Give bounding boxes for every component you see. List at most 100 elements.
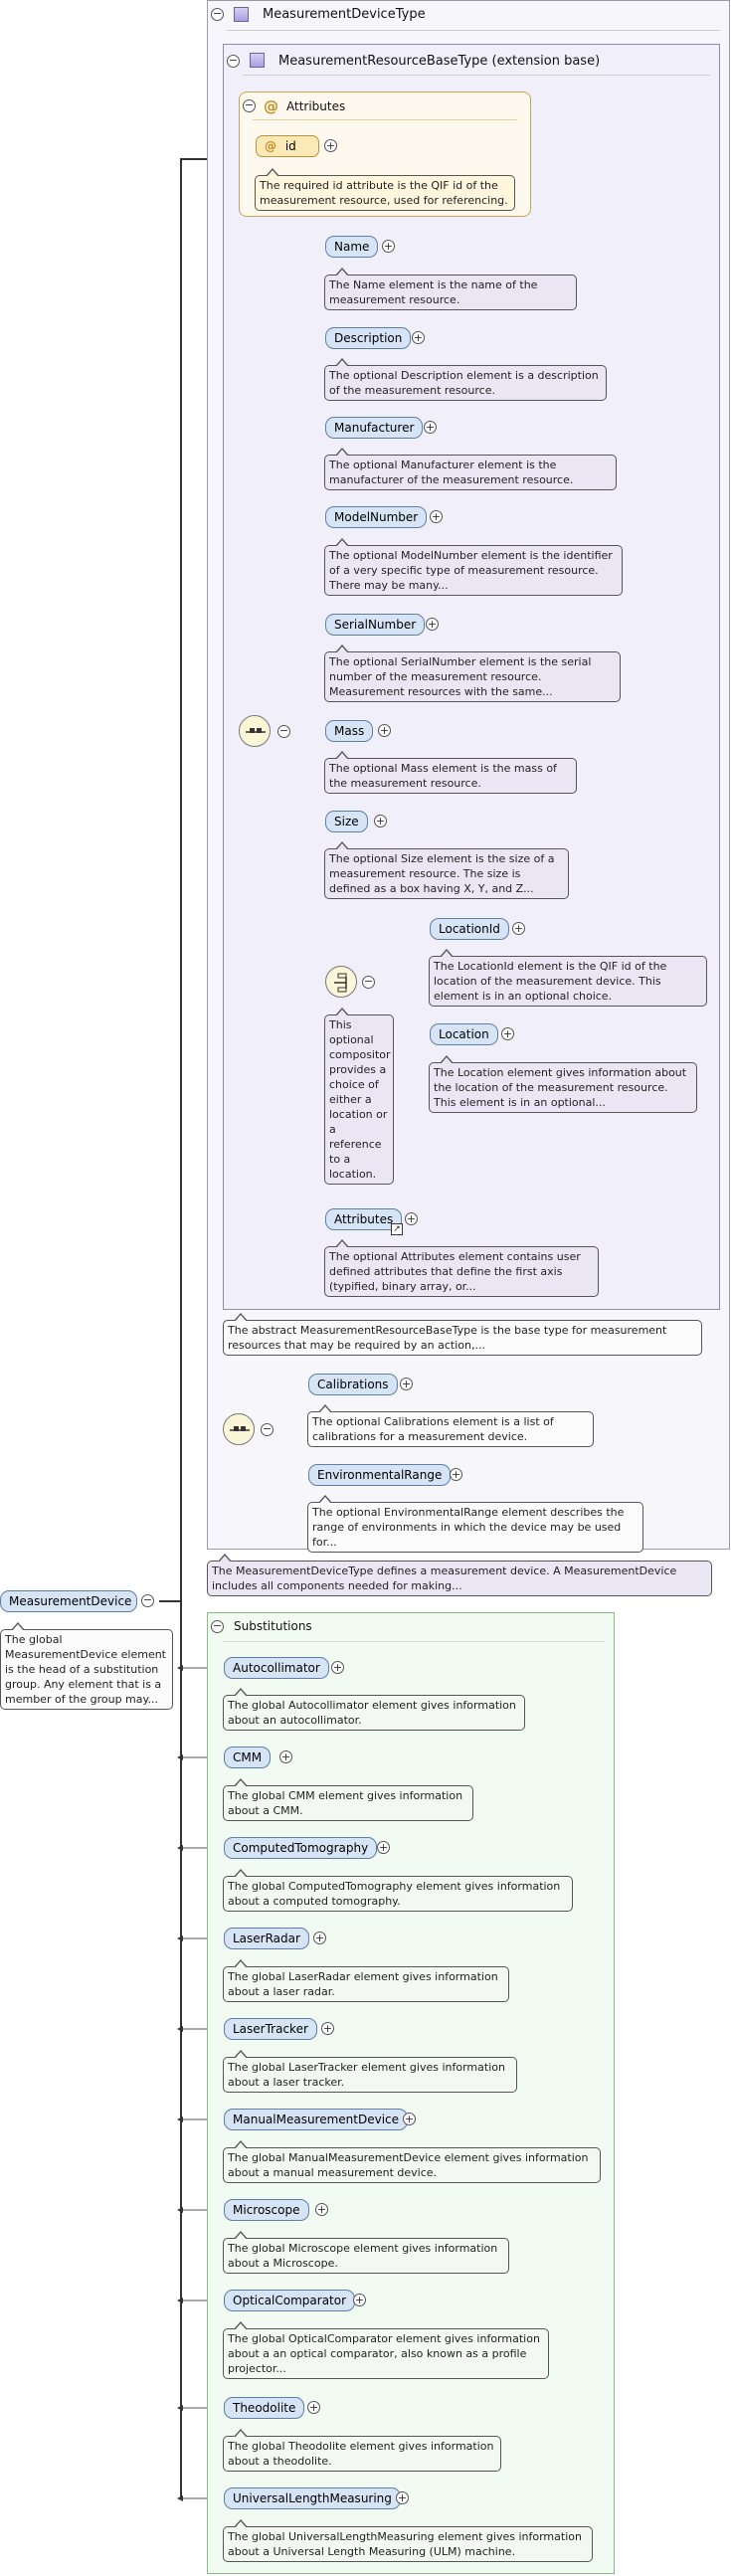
choice-compositor-icon xyxy=(325,966,357,998)
expand-icon[interactable]: + xyxy=(430,510,443,523)
base-type-title: MeasurementResourceBaseType (extension b… xyxy=(278,54,601,69)
collapse-type-icon[interactable]: − xyxy=(211,7,224,21)
expand-icon[interactable]: + xyxy=(377,1841,390,1854)
collapse-sequence-icon[interactable]: − xyxy=(261,1422,274,1436)
root-annotation: The global MeasurementDevice element is … xyxy=(0,1622,173,1710)
element-description[interactable]: Description xyxy=(325,327,412,349)
element-label: Manufacturer xyxy=(334,421,415,435)
element-environmental-range[interactable]: EnvironmentalRange xyxy=(308,1464,452,1486)
substitution-annotation: The global OpticalComparator element giv… xyxy=(223,2321,549,2379)
type-sequence-compositor-icon xyxy=(223,1413,255,1445)
element-label: LocationId xyxy=(439,922,500,936)
substitution-autocollimator[interactable]: Autocollimator xyxy=(224,1657,329,1679)
expand-icon[interactable]: + xyxy=(412,331,425,344)
expand-icon[interactable]: + xyxy=(426,618,439,631)
substitution-annotation: The global UniversalLengthMeasuring elem… xyxy=(223,2519,593,2562)
reference-arrow-icon[interactable]: ↗ xyxy=(391,1223,403,1235)
expand-icon[interactable]: + xyxy=(400,1378,413,1390)
root-element-measurement-device[interactable]: MeasurementDevice xyxy=(0,1590,137,1612)
element-environmental-range-annotation: The optional EnvironmentalRange element … xyxy=(307,1495,643,1553)
collapse-choice-icon[interactable]: − xyxy=(362,975,375,989)
attribute-id-label: id xyxy=(284,139,296,153)
element-label: ModelNumber xyxy=(334,510,419,524)
element-model-number-annotation: The optional ModelNumber element is the … xyxy=(324,538,623,596)
element-label: OpticalComparator xyxy=(233,2294,347,2307)
divider xyxy=(243,75,710,76)
expand-icon[interactable]: + xyxy=(374,815,387,828)
substitution-annotation: The global Theodolite element gives info… xyxy=(223,2429,501,2472)
element-label: Mass xyxy=(334,724,365,738)
expand-icon[interactable]: + xyxy=(382,240,395,253)
expand-icon[interactable]: + xyxy=(512,922,525,935)
element-mass[interactable]: Mass xyxy=(325,720,374,742)
element-attributes[interactable]: Attributes xyxy=(325,1208,403,1230)
expand-icon[interactable]: + xyxy=(396,2491,409,2504)
divider xyxy=(227,30,720,31)
substitution-manual-measurement-device[interactable]: ManualMeasurementDevice xyxy=(224,2109,409,2130)
sequence-compositor-icon xyxy=(239,715,271,747)
type-annotation: The MeasurementDeviceType defines a meas… xyxy=(207,1554,712,1596)
attributes-title: Attributes xyxy=(286,99,346,113)
element-label: Attributes xyxy=(334,1212,394,1226)
element-name-annotation: The Name element is the name of the meas… xyxy=(324,268,577,310)
expand-icon[interactable]: + xyxy=(405,1212,418,1225)
element-label: LaserTracker xyxy=(233,2022,308,2036)
collapse-root-icon[interactable]: − xyxy=(141,1593,154,1607)
element-calibrations[interactable]: Calibrations xyxy=(308,1374,398,1395)
element-location-id[interactable]: LocationId xyxy=(430,918,509,940)
expand-icon[interactable]: + xyxy=(279,1750,292,1763)
expand-icon[interactable]: + xyxy=(403,2113,416,2125)
element-description-annotation: The optional Description element is a de… xyxy=(324,358,607,401)
substitution-microscope[interactable]: Microscope xyxy=(224,2199,309,2221)
expand-icon[interactable]: + xyxy=(450,1468,462,1481)
attribute-id-annotation: The required id attribute is the QIF id … xyxy=(255,168,515,211)
element-manufacturer-annotation: The optional Manufacturer element is the… xyxy=(324,448,617,490)
element-manufacturer[interactable]: Manufacturer xyxy=(325,417,424,439)
substitution-optical-comparator[interactable]: OpticalComparator xyxy=(224,2290,356,2311)
element-label: EnvironmentalRange xyxy=(317,1468,443,1482)
collapse-substitutions-icon[interactable]: − xyxy=(211,1619,224,1633)
expand-icon[interactable]: + xyxy=(331,1661,344,1674)
element-label: LaserRadar xyxy=(233,1932,300,1945)
substitution-annotation: The global LaserRadar element gives info… xyxy=(223,1959,509,2002)
type-title: MeasurementDeviceType xyxy=(263,7,426,22)
attribute-id[interactable]: @ id xyxy=(256,135,319,157)
element-label: ComputedTomography xyxy=(233,1841,369,1855)
substitution-cmm[interactable]: CMM xyxy=(224,1747,272,1768)
expand-icon[interactable]: + xyxy=(315,2203,328,2216)
expand-icon[interactable]: + xyxy=(424,421,437,434)
substitution-computed-tomography[interactable]: ComputedTomography xyxy=(224,1837,378,1859)
expand-icon[interactable]: + xyxy=(313,1932,326,1944)
divider xyxy=(223,1641,605,1642)
choice-annotation: This optional compositor provides a choi… xyxy=(324,1008,394,1185)
element-label: ManualMeasurementDevice xyxy=(233,2113,400,2126)
element-location[interactable]: Location xyxy=(430,1023,498,1045)
element-label: SerialNumber xyxy=(334,618,417,632)
collapse-sequence-icon[interactable]: − xyxy=(277,724,290,738)
substitution-laser-tracker[interactable]: LaserTracker xyxy=(224,2018,317,2040)
element-name[interactable]: Name xyxy=(325,236,379,258)
element-model-number[interactable]: ModelNumber xyxy=(325,506,428,528)
substitution-universal-length-measuring[interactable]: UniversalLengthMeasuring xyxy=(224,2487,401,2509)
expand-icon[interactable]: + xyxy=(353,2294,366,2306)
attribute-at-icon: @ xyxy=(265,139,276,153)
expand-icon[interactable]: + xyxy=(378,724,391,737)
element-size[interactable]: Size xyxy=(325,811,368,832)
element-serial-number[interactable]: SerialNumber xyxy=(325,614,426,636)
element-label: Microscope xyxy=(233,2203,300,2217)
expand-icon[interactable]: + xyxy=(501,1027,514,1040)
collapse-attributes-icon[interactable]: − xyxy=(243,98,256,112)
expand-icon[interactable]: + xyxy=(307,2401,320,2414)
collapse-base-icon[interactable]: − xyxy=(227,54,240,68)
base-type-icon xyxy=(250,53,265,68)
element-label: Size xyxy=(334,815,359,828)
substitution-annotation: The global ManualMeasurementDevice eleme… xyxy=(223,2140,601,2183)
element-label: Autocollimator xyxy=(233,1661,320,1675)
element-label: Location xyxy=(439,1027,489,1041)
expand-icon[interactable]: + xyxy=(321,2022,334,2035)
element-label: Calibrations xyxy=(317,1378,389,1391)
substitution-theodolite[interactable]: Theodolite xyxy=(224,2397,305,2419)
element-label: CMM xyxy=(233,1750,263,1764)
substitution-laser-radar[interactable]: LaserRadar xyxy=(224,1928,309,1949)
expand-icon[interactable]: + xyxy=(324,139,337,152)
